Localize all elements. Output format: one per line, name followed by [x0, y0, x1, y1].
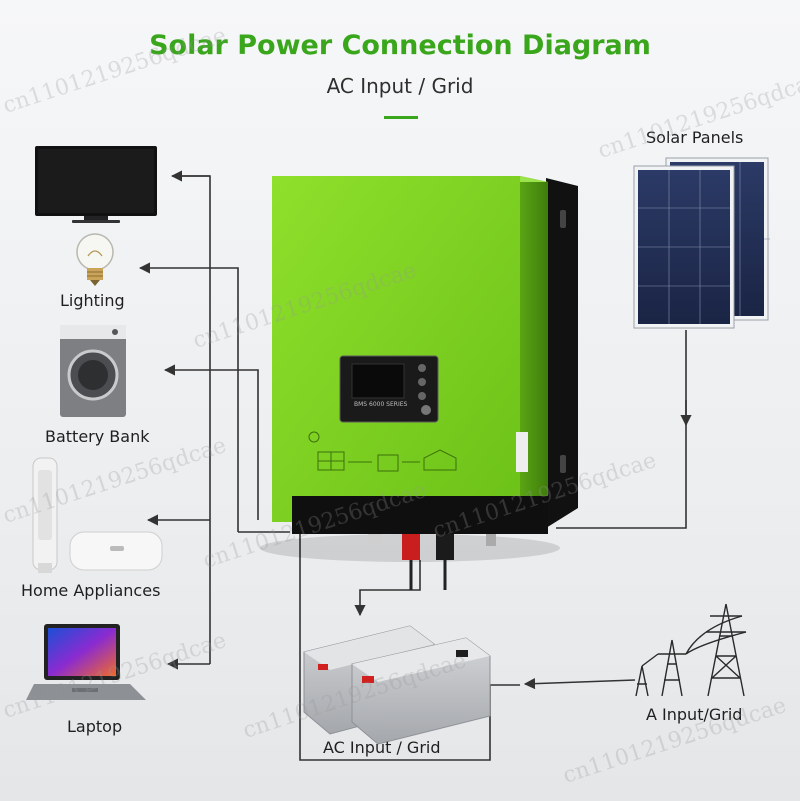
label-home-appliances: Home Appliances [21, 581, 161, 600]
battery-bank-icon [303, 625, 491, 745]
laptop-icon [26, 624, 146, 700]
washing-machine-icon [60, 325, 126, 417]
inverter-panel-label: BMS 6000 SERIES [354, 401, 408, 408]
home-appliances-icon [32, 457, 163, 573]
label-lighting: Lighting [60, 291, 125, 310]
diagram-title: Solar Power Connection Diagram [149, 30, 651, 61]
label-battery-ac-input: AC Input / Grid [323, 738, 441, 757]
tv-icon [35, 146, 157, 223]
title-underline [384, 116, 418, 119]
label-solar-panels: Solar Panels [646, 128, 744, 147]
label-grid-input: A Input/Grid [646, 705, 743, 724]
diagram-subtitle: AC Input / Grid [326, 74, 474, 98]
solar-panels-icon [633, 157, 770, 329]
transmission-tower-icon [635, 603, 747, 697]
label-laptop: Laptop [67, 717, 123, 736]
left-bus-wires [138, 170, 692, 761]
inverter-unit [260, 176, 578, 590]
label-battery-bank-device: Battery Bank [45, 427, 150, 446]
lightbulb-icon [76, 233, 114, 286]
